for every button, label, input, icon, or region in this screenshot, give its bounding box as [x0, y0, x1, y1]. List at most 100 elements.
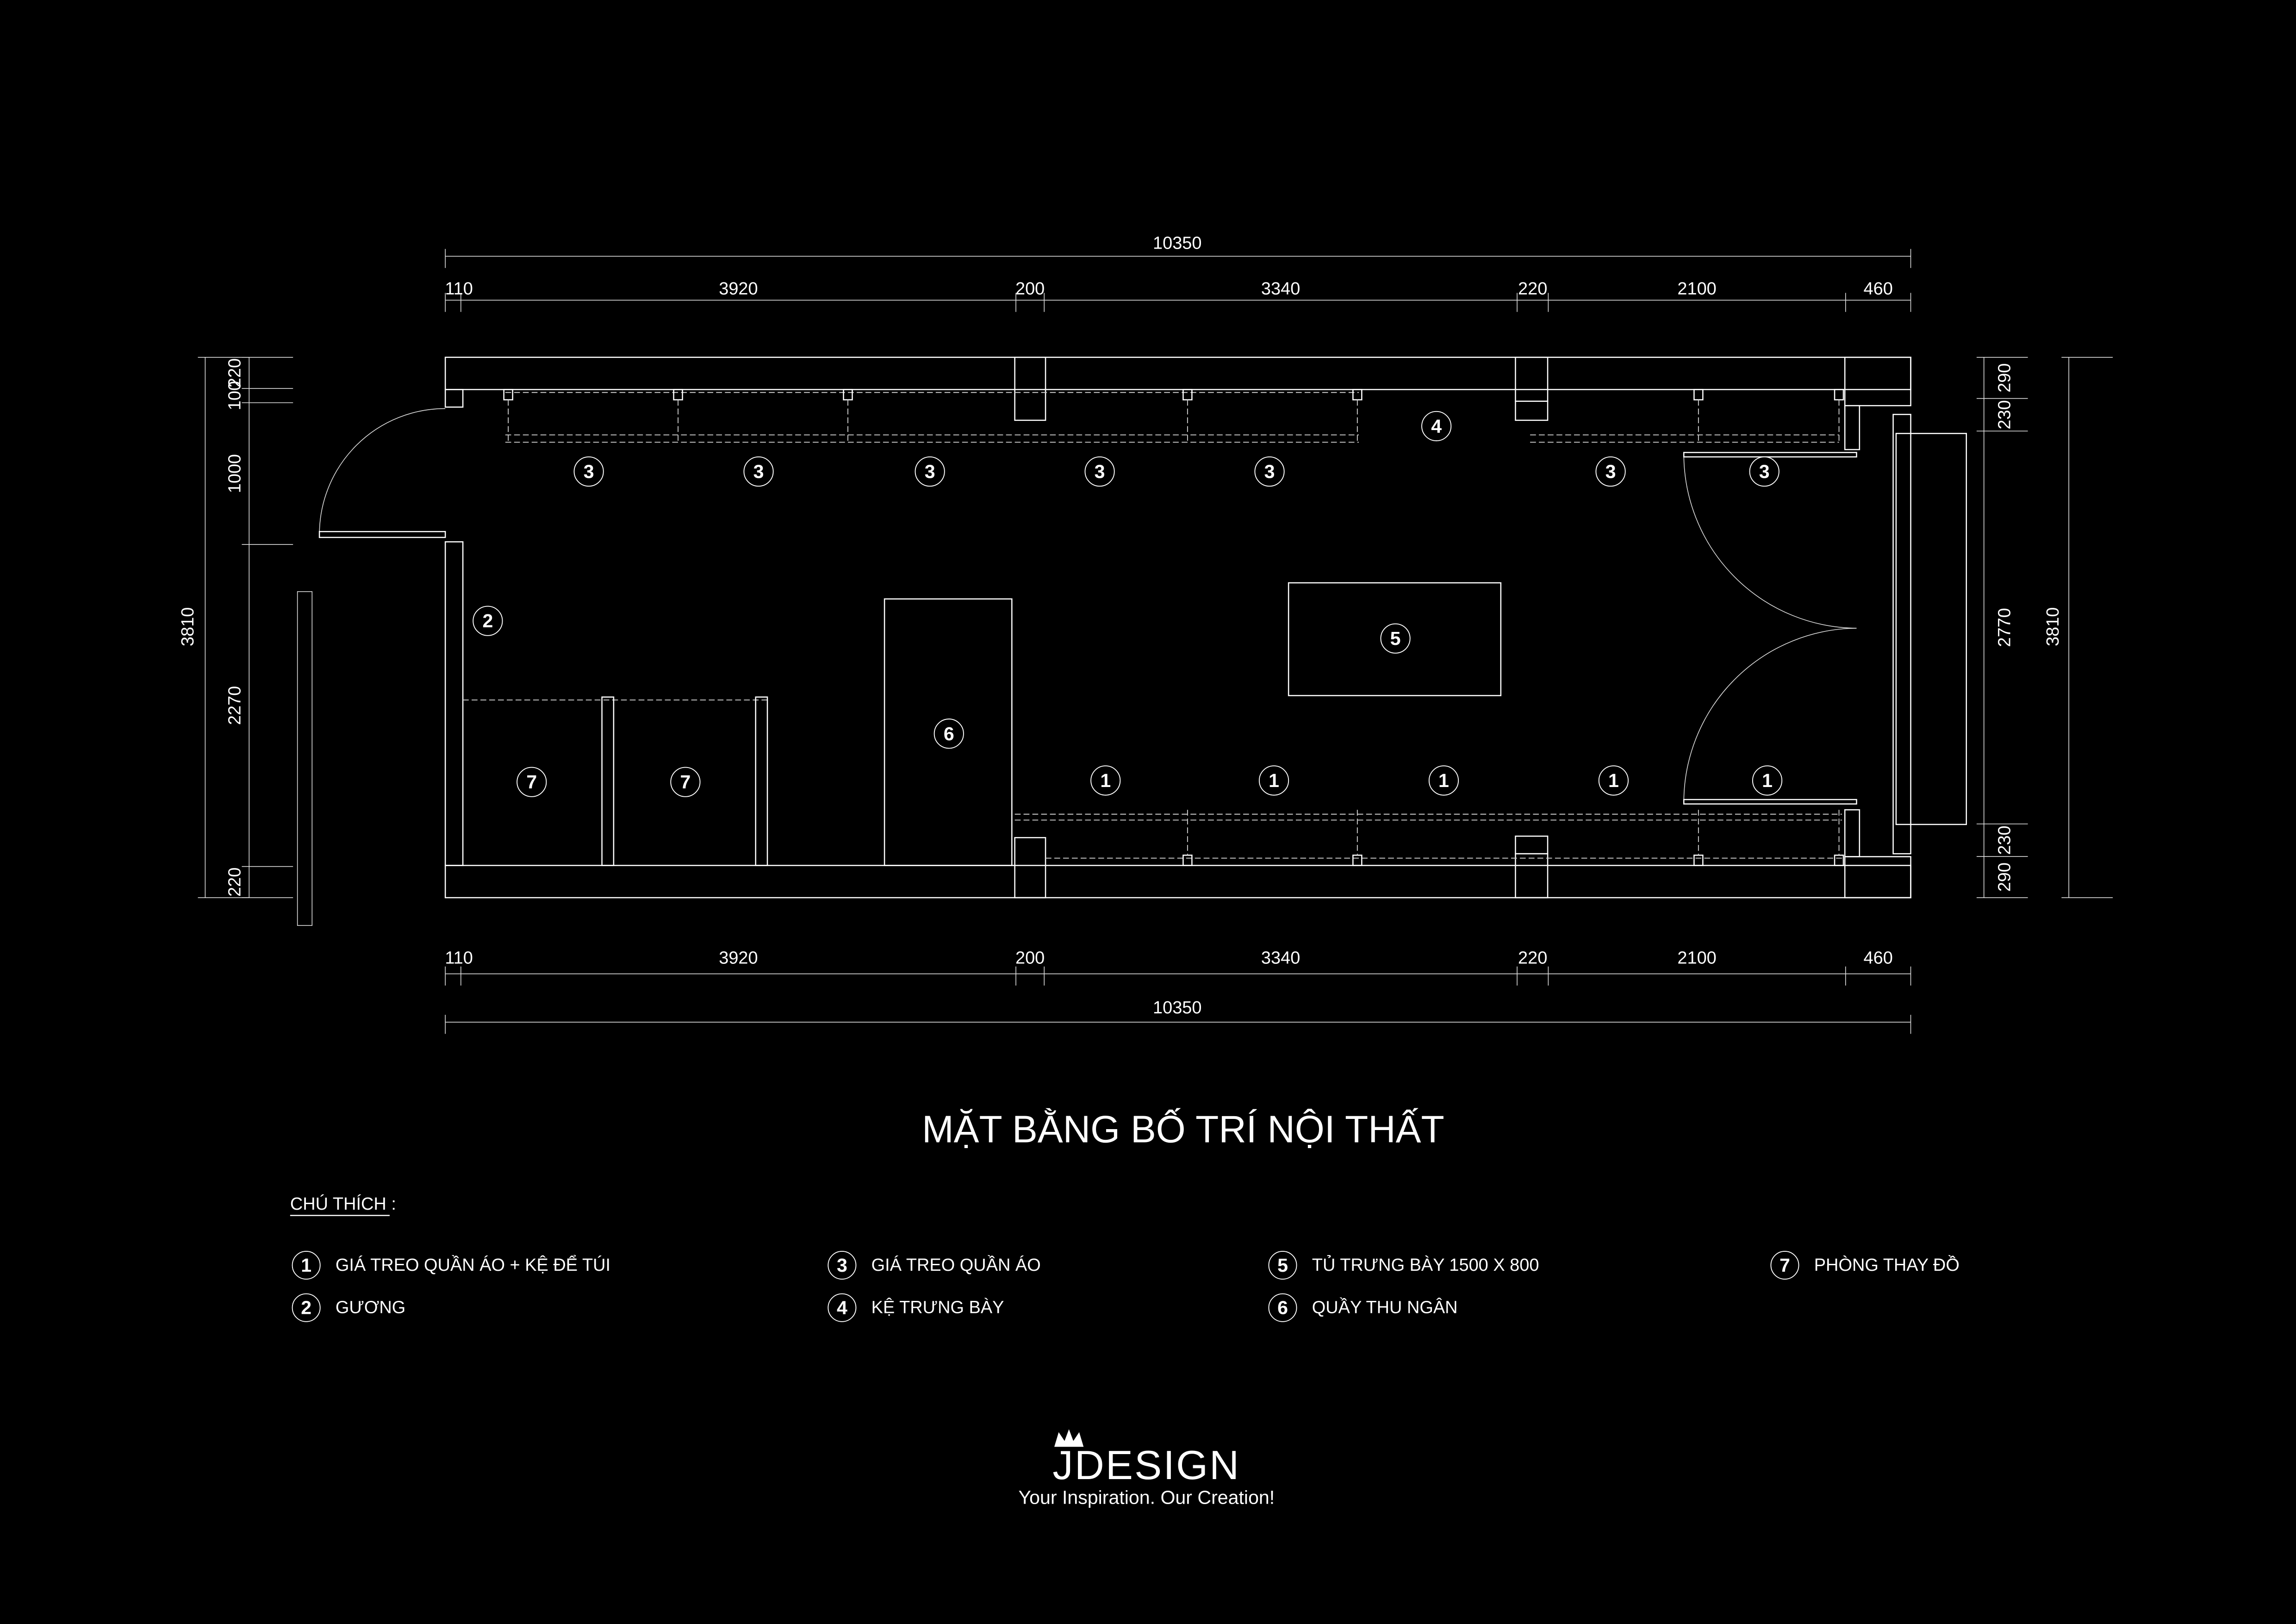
wall-cladding [1844, 405, 1860, 450]
tag-circle [1428, 765, 1459, 796]
dimension-label: 3340 [1261, 948, 1300, 968]
dimension-label: 290 [1995, 363, 2015, 393]
legend-number-circle [1268, 1293, 1297, 1322]
dimension-label: 220 [1518, 279, 1547, 299]
legend-number-circle [1770, 1251, 1799, 1280]
logo-tagline: Your Inspiration. Our Creation! [1018, 1487, 1275, 1508]
dimension-total: 3810 [2043, 607, 2063, 646]
dimension-label: 2100 [1677, 279, 1716, 299]
top-wall [444, 356, 1911, 390]
tag-circle [1595, 456, 1626, 487]
tag-marker: 1 [1090, 765, 1121, 796]
legend-label: GƯƠNG [336, 1298, 405, 1318]
rail-post [1352, 855, 1363, 866]
tag-number: 3 [925, 461, 935, 482]
dimension-label: 220 [1518, 948, 1547, 968]
tag-marker: 3 [743, 456, 774, 487]
tag-circle [1084, 456, 1115, 487]
column [1014, 356, 1046, 421]
tag-marker: 3 [1749, 456, 1780, 487]
tag-marker: 7 [516, 767, 547, 797]
tag-marker: 7 [670, 767, 701, 797]
rail-post [1693, 389, 1704, 400]
corner-column [1844, 356, 1911, 406]
legend-number: 2 [301, 1297, 311, 1318]
tag-circle [516, 767, 547, 797]
tag-marker: 1 [1752, 765, 1783, 796]
dimension-label: 3340 [1261, 279, 1300, 299]
column [1515, 356, 1549, 402]
dimension-label: 460 [1864, 279, 1893, 299]
storefront-canopy [1895, 433, 1967, 825]
rail-post [1834, 389, 1844, 400]
tag-circle [743, 456, 774, 487]
legend-label: TỦ TRƯNG BÀY 1500 X 800 [1312, 1255, 1539, 1275]
furniture [463, 389, 1844, 866]
rail-post [673, 389, 683, 400]
legend-number: 5 [1277, 1255, 1288, 1276]
bottom-wall [444, 865, 1911, 899]
tag-marker: 3 [1084, 456, 1115, 487]
legend-number: 1 [301, 1255, 311, 1276]
legend-number-circle [828, 1251, 857, 1280]
dimension-label: 220 [225, 358, 244, 387]
legend-item: 5 TỦ TRƯNG BÀY 1500 X 800 [1268, 1251, 1539, 1280]
dimension-label: 3920 [719, 948, 758, 968]
tag-circle [1421, 411, 1452, 442]
left-wall-stub [444, 389, 464, 408]
fitting-room-partition [755, 696, 768, 866]
doors [318, 408, 1857, 805]
entry-door-leaf [318, 531, 446, 538]
column-cladding [1515, 400, 1549, 421]
fitting-room-partition [601, 696, 615, 866]
tag-number: 7 [526, 771, 537, 793]
drawing-title: MẶT BẰNG BỐ TRÍ NỘI THẤT [922, 1108, 1444, 1150]
rail-post [1834, 855, 1844, 866]
legend-heading: CHÚ THÍCH : [290, 1194, 396, 1214]
tag-marker: 3 [915, 456, 945, 487]
dimension-label: 2770 [1995, 608, 2015, 647]
legend-number: 4 [837, 1297, 847, 1318]
dimension-label: 1000 [225, 454, 244, 493]
tag-marker: 3 [1254, 456, 1285, 487]
dimension-label: 3920 [719, 279, 758, 299]
dimension-label: 110 [445, 279, 473, 299]
tag-circle [1598, 765, 1629, 796]
tag-circle [473, 606, 503, 636]
tag-circle [1749, 456, 1780, 487]
dimension-label: 2100 [1677, 948, 1716, 968]
dimension-label: 100 [225, 381, 244, 410]
rail-post [1182, 389, 1193, 400]
glass-door-swing [1683, 454, 1857, 629]
tag-circle [1090, 765, 1121, 796]
dimension-label: 230 [1995, 825, 2015, 855]
dimension-label: 110 [445, 948, 473, 968]
glass-door-leaf [1683, 452, 1857, 458]
tag-number: 4 [1431, 415, 1442, 437]
tag-marker: 6 [933, 718, 964, 749]
rail-post [503, 389, 513, 400]
tag-number: 3 [1095, 461, 1105, 482]
tag-circle [915, 456, 945, 487]
tag-number: 3 [753, 461, 764, 482]
dimension-label: 290 [1995, 862, 2015, 892]
rail-post [1352, 389, 1363, 400]
tag-number: 1 [1762, 770, 1773, 791]
tag-number: 7 [680, 771, 691, 793]
tag-number: 5 [1390, 628, 1401, 649]
tag-circle [1254, 456, 1285, 487]
outer-fence [297, 591, 313, 926]
dimension-label: 220 [225, 868, 244, 897]
dimension-total: 10350 [1153, 234, 1202, 253]
crown-icon [1054, 1429, 1084, 1447]
entry-door-swing [319, 408, 446, 535]
glass-door-leaf [1683, 799, 1857, 805]
legend-label: PHÒNG THAY ĐỒ [1814, 1255, 1960, 1275]
